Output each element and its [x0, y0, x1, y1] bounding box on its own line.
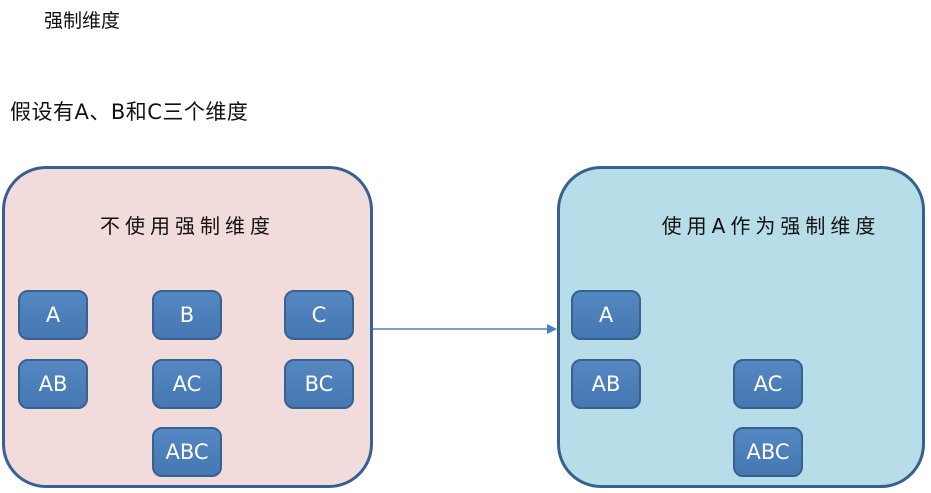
right-chip-abc: ABC [733, 427, 803, 477]
left-chip-b: B [152, 290, 222, 340]
right-chip-ac: AC [733, 359, 803, 409]
left-chip-b-label: B [179, 302, 195, 327]
right-chip-ac-label: AC [753, 371, 783, 396]
page-title: 强制维度 [44, 10, 121, 32]
right-panel-title: 使用A作为强制维度 [661, 214, 881, 238]
left-chip-c: C [284, 290, 354, 340]
left-chip-c-label: C [311, 302, 327, 327]
left-chip-a: A [18, 290, 88, 340]
panel-with-forced-dimension-a: 使用A作为强制维度 A AB AC ABC [557, 166, 925, 488]
right-chip-ab-label: AB [591, 371, 621, 396]
left-chip-abc: ABC [152, 427, 222, 477]
left-chip-ab-label: AB [38, 371, 68, 396]
right-chip-a-label: A [598, 302, 614, 327]
right-chip-abc-label: ABC [746, 439, 790, 464]
right-chip-a: A [571, 290, 641, 340]
panel-without-forced-dimension: 不使用强制维度 A B C AB AC BC ABC [2, 166, 373, 488]
left-chip-a-label: A [45, 302, 61, 327]
left-chip-ac: AC [152, 359, 222, 409]
left-chip-ab: AB [18, 359, 88, 409]
left-panel-title: 不使用强制维度 [100, 214, 275, 238]
left-chip-abc-label: ABC [165, 439, 209, 464]
flow-arrow-icon [373, 321, 557, 337]
right-chip-ab: AB [571, 359, 641, 409]
left-chip-bc-label: BC [304, 371, 334, 396]
page-subtitle: 假设有A、B和C三个维度 [10, 100, 249, 124]
left-chip-ac-label: AC [172, 371, 202, 396]
left-chip-bc: BC [284, 359, 354, 409]
